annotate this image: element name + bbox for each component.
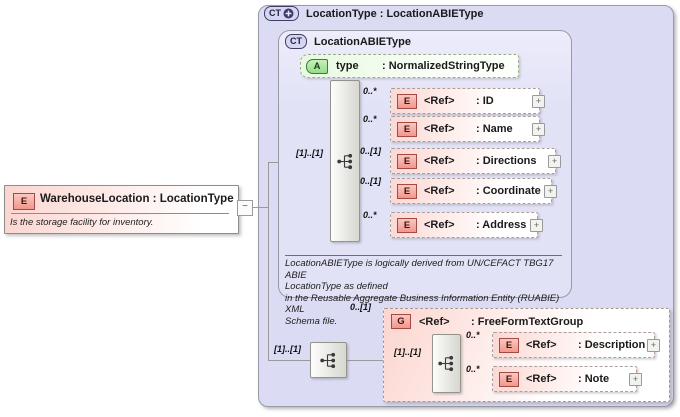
element-ref-label: <Ref> <box>424 185 455 197</box>
sequence-icon <box>320 352 336 368</box>
expand-toggle[interactable]: + <box>629 373 642 386</box>
element-icon: E <box>397 153 417 169</box>
sequence-compositor-bottom[interactable] <box>310 342 347 378</box>
outer-type-header: CT LocationType : LocationABIEType <box>264 6 483 21</box>
element-ref-address[interactable]: E <Ref> : Address + <box>390 212 543 238</box>
divider <box>11 213 229 214</box>
attribute-name: type <box>336 60 359 72</box>
sequence-compositor-group[interactable] <box>432 334 461 393</box>
element-ref-directions[interactable]: E <Ref> : Directions + <box>390 148 561 174</box>
sequence-icon <box>438 355 454 372</box>
inner-type-annotation: LocationABIEType is logically derived fr… <box>285 258 560 327</box>
element-type-label: : Name <box>476 123 513 135</box>
group-ref-label: <Ref> <box>419 315 450 328</box>
expand-toggle[interactable]: + <box>530 219 543 232</box>
element-ref-label: <Ref> <box>424 123 455 135</box>
expand-toggle[interactable]: + <box>544 185 557 198</box>
attribute-datatype: : NormalizedStringType <box>382 60 505 72</box>
cardinality-group: 0..[1] <box>350 302 372 312</box>
complex-type-icon: CT <box>285 34 307 49</box>
element-ref-label: <Ref> <box>424 95 455 107</box>
sequence-compositor-main[interactable] <box>330 80 360 242</box>
element-ref-label: <Ref> <box>424 155 455 167</box>
expand-toggle[interactable]: + <box>532 95 545 108</box>
element-ref-label: <Ref> <box>526 339 557 351</box>
root-element-annotation: Is the storage facility for inventory. <box>10 217 154 228</box>
cardinality-note: 0..* <box>466 364 480 374</box>
element-icon: E <box>13 193 35 210</box>
element-type-label: : Address <box>476 219 527 231</box>
element-ref-id[interactable]: E <Ref> : ID + <box>390 88 545 114</box>
cardinality-seq-top: [1]..[1] <box>296 148 323 158</box>
element-type-label: : Coordinate <box>476 185 541 197</box>
plus-circle-icon <box>283 8 294 19</box>
element-ref-note[interactable]: E <Ref> : Note + <box>492 366 642 392</box>
cardinality-directions: 0..[1] <box>360 146 382 156</box>
element-type-label: : Note <box>578 373 610 385</box>
cardinality-seq-bottom: [1]..[1] <box>274 344 301 354</box>
collapse-toggle[interactable]: − <box>237 200 253 216</box>
element-type-label: : Description <box>578 339 646 351</box>
element-icon: E <box>499 371 519 387</box>
expand-toggle[interactable]: + <box>532 123 545 136</box>
element-ref-name[interactable]: E <Ref> : Name + <box>390 116 545 142</box>
cardinality-group-seq: [1]..[1] <box>394 347 421 357</box>
cardinality-address: 0..* <box>363 210 377 220</box>
element-type-label: : Directions <box>476 155 537 167</box>
attribute-type[interactable]: A type : NormalizedStringType <box>300 54 519 78</box>
expand-toggle[interactable]: + <box>647 339 660 352</box>
cardinality-coordinate: 0..[1] <box>360 176 382 186</box>
inner-type-header: CT LocationABIEType <box>285 34 411 49</box>
element-ref-coordinate[interactable]: E <Ref> : Coordinate + <box>390 178 557 204</box>
element-type-label: : ID <box>476 95 494 107</box>
root-element-warehouselocation[interactable]: E WarehouseLocation : LocationType Is th… <box>4 185 239 234</box>
connector-root-to-trunk <box>250 207 268 208</box>
element-ref-label: <Ref> <box>424 219 455 231</box>
element-icon: E <box>499 337 519 353</box>
connector-trunk-to-seq2 <box>268 360 310 361</box>
group-icon: G <box>391 314 411 329</box>
element-ref-label: <Ref> <box>526 373 557 385</box>
element-icon: E <box>397 217 417 233</box>
group-header: G <Ref> : FreeFormTextGroup <box>391 314 583 329</box>
expand-toggle[interactable]: + <box>548 155 561 168</box>
element-icon: E <box>397 183 417 199</box>
sequence-icon <box>336 153 352 169</box>
attribute-icon: A <box>306 58 328 74</box>
cardinality-id: 0..* <box>363 86 377 96</box>
connector-trunk <box>268 162 269 360</box>
inner-type-title: LocationABIEType <box>314 35 411 48</box>
cardinality-description: 0..* <box>466 330 480 340</box>
complex-type-derived-icon: CT <box>264 6 299 21</box>
element-icon: E <box>397 93 417 109</box>
group-type-label: : FreeFormTextGroup <box>471 315 584 328</box>
annotation-divider <box>285 255 562 256</box>
cardinality-name: 0..* <box>363 114 377 124</box>
root-element-title: WarehouseLocation : LocationType <box>40 193 234 205</box>
element-ref-description[interactable]: E <Ref> : Description + <box>492 332 660 358</box>
outer-type-title: LocationType : LocationABIEType <box>306 7 484 20</box>
element-icon: E <box>397 121 417 137</box>
